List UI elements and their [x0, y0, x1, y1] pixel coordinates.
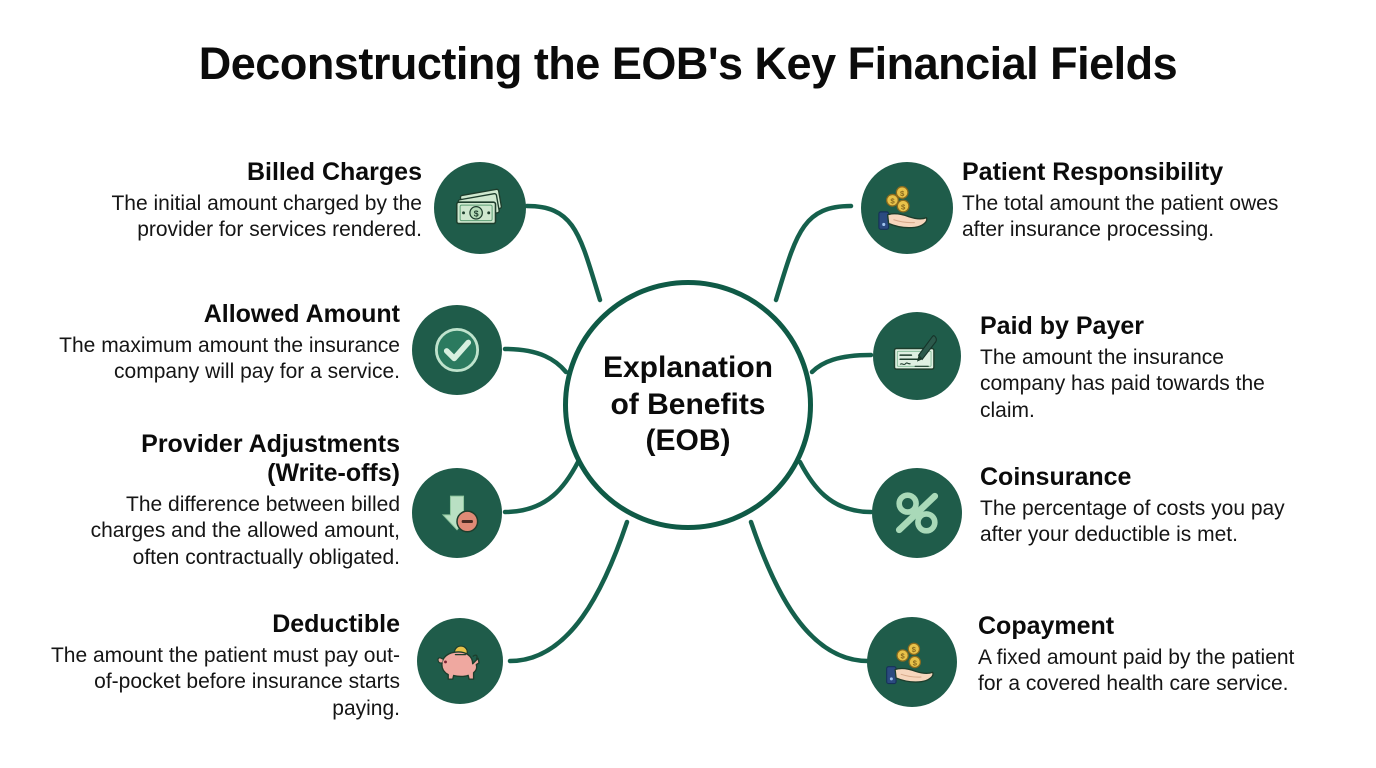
cheque-pen-icon [873, 312, 961, 400]
percent-icon [872, 468, 962, 558]
item-patient-responsibility[interactable]: Patient Responsibility The total amount … [962, 158, 1314, 244]
item-paid-by-payer[interactable]: Paid by Payer The amount the insurance c… [980, 312, 1310, 424]
hand-coins-icon: $ $ $ [867, 617, 957, 707]
svg-text:$: $ [890, 197, 895, 206]
item-description-patient-responsibility: The total amount the patient owes after … [962, 192, 1279, 242]
item-provider-adjustments[interactable]: Provider Adjustments (Write-offs) The di… [56, 430, 400, 571]
svg-text:$: $ [901, 202, 906, 211]
item-description-allowed-amount: The maximum amount the insurance company… [59, 334, 400, 384]
item-description-provider-adjustments: The difference between billed charges an… [90, 493, 400, 569]
item-coinsurance[interactable]: Coinsurance The percentage of costs you … [980, 463, 1320, 549]
check-circle-icon [412, 305, 502, 395]
svg-text:$: $ [901, 652, 906, 661]
item-description-copayment: A fixed amount paid by the patient for a… [978, 646, 1295, 696]
item-title-provider-adjustments: Provider Adjustments (Write-offs) [141, 430, 400, 487]
center-hub: Explanation of Benefits (EOB) [563, 280, 813, 530]
svg-text:$: $ [913, 658, 918, 667]
svg-text:$: $ [900, 189, 905, 198]
arrow-down-minus-icon [412, 468, 502, 558]
item-billed-charges[interactable]: Billed Charges The initial amount charge… [60, 158, 422, 244]
page-title: Deconstructing the EOB's Key Financial F… [198, 38, 1178, 89]
piggy-bank-icon [417, 618, 503, 704]
item-title-copayment: Copayment [978, 612, 1115, 640]
svg-text:$: $ [912, 645, 917, 654]
item-title-allowed-amount: Allowed Amount [203, 300, 400, 328]
item-title-coinsurance: Coinsurance [980, 463, 1132, 491]
item-allowed-amount[interactable]: Allowed Amount The maximum amount the in… [28, 300, 400, 386]
item-title-patient-responsibility: Patient Responsibility [962, 158, 1224, 186]
item-deductible[interactable]: Deductible The amount the patient must p… [48, 610, 400, 722]
hand-coins-icon: $ $ $ [861, 162, 953, 254]
banknotes-icon: $ [434, 162, 526, 254]
item-title-billed-charges: Billed Charges [246, 158, 422, 186]
item-copayment[interactable]: Copayment A fixed amount paid by the pat… [978, 612, 1320, 698]
center-hub-label: Explanation of Benefits (EOB) [602, 351, 774, 458]
item-description-coinsurance: The percentage of costs you pay after yo… [980, 497, 1285, 547]
item-title-paid-by-payer: Paid by Payer [980, 312, 1144, 340]
item-description-deductible: The amount the patient must pay out-of-p… [50, 644, 400, 720]
item-description-billed-charges: The initial amount charged by the provid… [111, 192, 422, 242]
item-title-deductible: Deductible [272, 610, 400, 638]
svg-text:$: $ [474, 209, 479, 219]
item-description-paid-by-payer: The amount the insurance company has pai… [980, 346, 1265, 422]
